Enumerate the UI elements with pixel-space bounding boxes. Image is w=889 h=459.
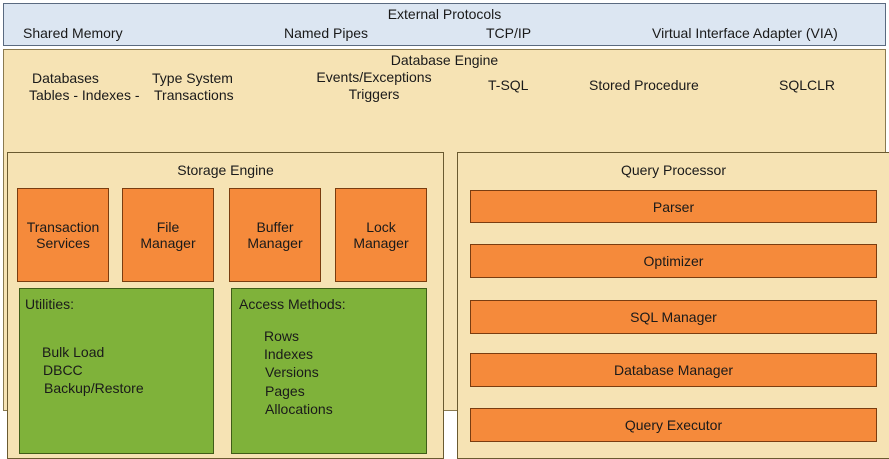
database-engine-title: Database Engine [390,52,499,68]
access-rows: Rows [264,328,300,344]
engine-tsql-label: T-SQL [488,77,529,93]
engine-transactions-label: Transactions [154,87,234,103]
protocol-tcp-ip: TCP/IP [486,25,532,41]
utilities-title: Utilities: [25,296,75,312]
qp-optimizer-label: Optimizer [643,253,704,269]
access-methods-box: Access Methods: Rows Indexes Versions Pa… [231,288,427,454]
engine-events-exceptions-label: Events/Exceptions [316,69,432,85]
external-protocols-title: External Protocols [387,6,502,22]
qp-parser-box: Parser [470,190,877,223]
lock-manager-line1: Lock [366,219,396,235]
engine-stored-procedure-label: Stored Procedure [589,77,699,93]
protocol-via: Virtual Interface Adapter (VIA) [652,25,838,41]
file-manager-line1: File [156,219,180,235]
engine-databases-label: Databases [32,70,99,86]
query-processor: Query Processor Parser Optimizer SQL Man… [457,152,889,459]
qp-sql-manager-label: SQL Manager [630,309,717,325]
utility-bulk-load: Bulk Load [42,344,105,360]
engine-triggers-label: Triggers [348,86,400,102]
storage-engine-title: Storage Engine [177,162,274,178]
access-indexes: Indexes [264,346,314,362]
query-processor-title: Query Processor [620,162,727,178]
qp-optimizer-box: Optimizer [470,244,877,278]
qp-query-executor-label: Query Executor [624,417,723,433]
external-protocols-band: External Protocols Shared Memory Named P… [3,3,886,46]
transaction-services-line2: Services [36,235,90,251]
lock-manager-line2: Manager [353,235,409,251]
access-methods-title: Access Methods: [239,296,346,312]
utility-dbcc: DBCC [43,362,83,378]
access-versions: Versions [265,364,319,380]
protocol-shared-memory: Shared Memory [23,25,123,41]
qp-sql-manager-box: SQL Manager [470,300,877,334]
qp-parser-label: Parser [652,198,695,215]
protocol-named-pipes: Named Pipes [284,25,369,41]
buffer-manager-line1: Buffer [256,219,294,235]
qp-database-manager-label: Database Manager [613,362,734,378]
utilities-box: Utilities: Bulk Load DBCC Backup/Restore [19,288,214,454]
access-allocations: Allocations [265,401,333,417]
utility-backup-restore: Backup/Restore [44,380,144,396]
engine-type-system-label: Type System [152,70,233,86]
buffer-manager-line2: Manager [247,235,303,251]
file-manager-line2: Manager [140,235,196,251]
engine-sqlclr-label: SQLCLR [779,77,836,93]
transaction-services-line1: Transaction [26,219,100,235]
engine-tables-indexes-label: Tables - Indexes - [29,87,140,103]
access-pages: Pages [265,383,305,399]
qp-query-executor-box: Query Executor [470,408,877,442]
qp-database-manager-box: Database Manager [470,353,877,387]
database-engine: Database Engine Databases Tables - Index… [3,49,889,459]
